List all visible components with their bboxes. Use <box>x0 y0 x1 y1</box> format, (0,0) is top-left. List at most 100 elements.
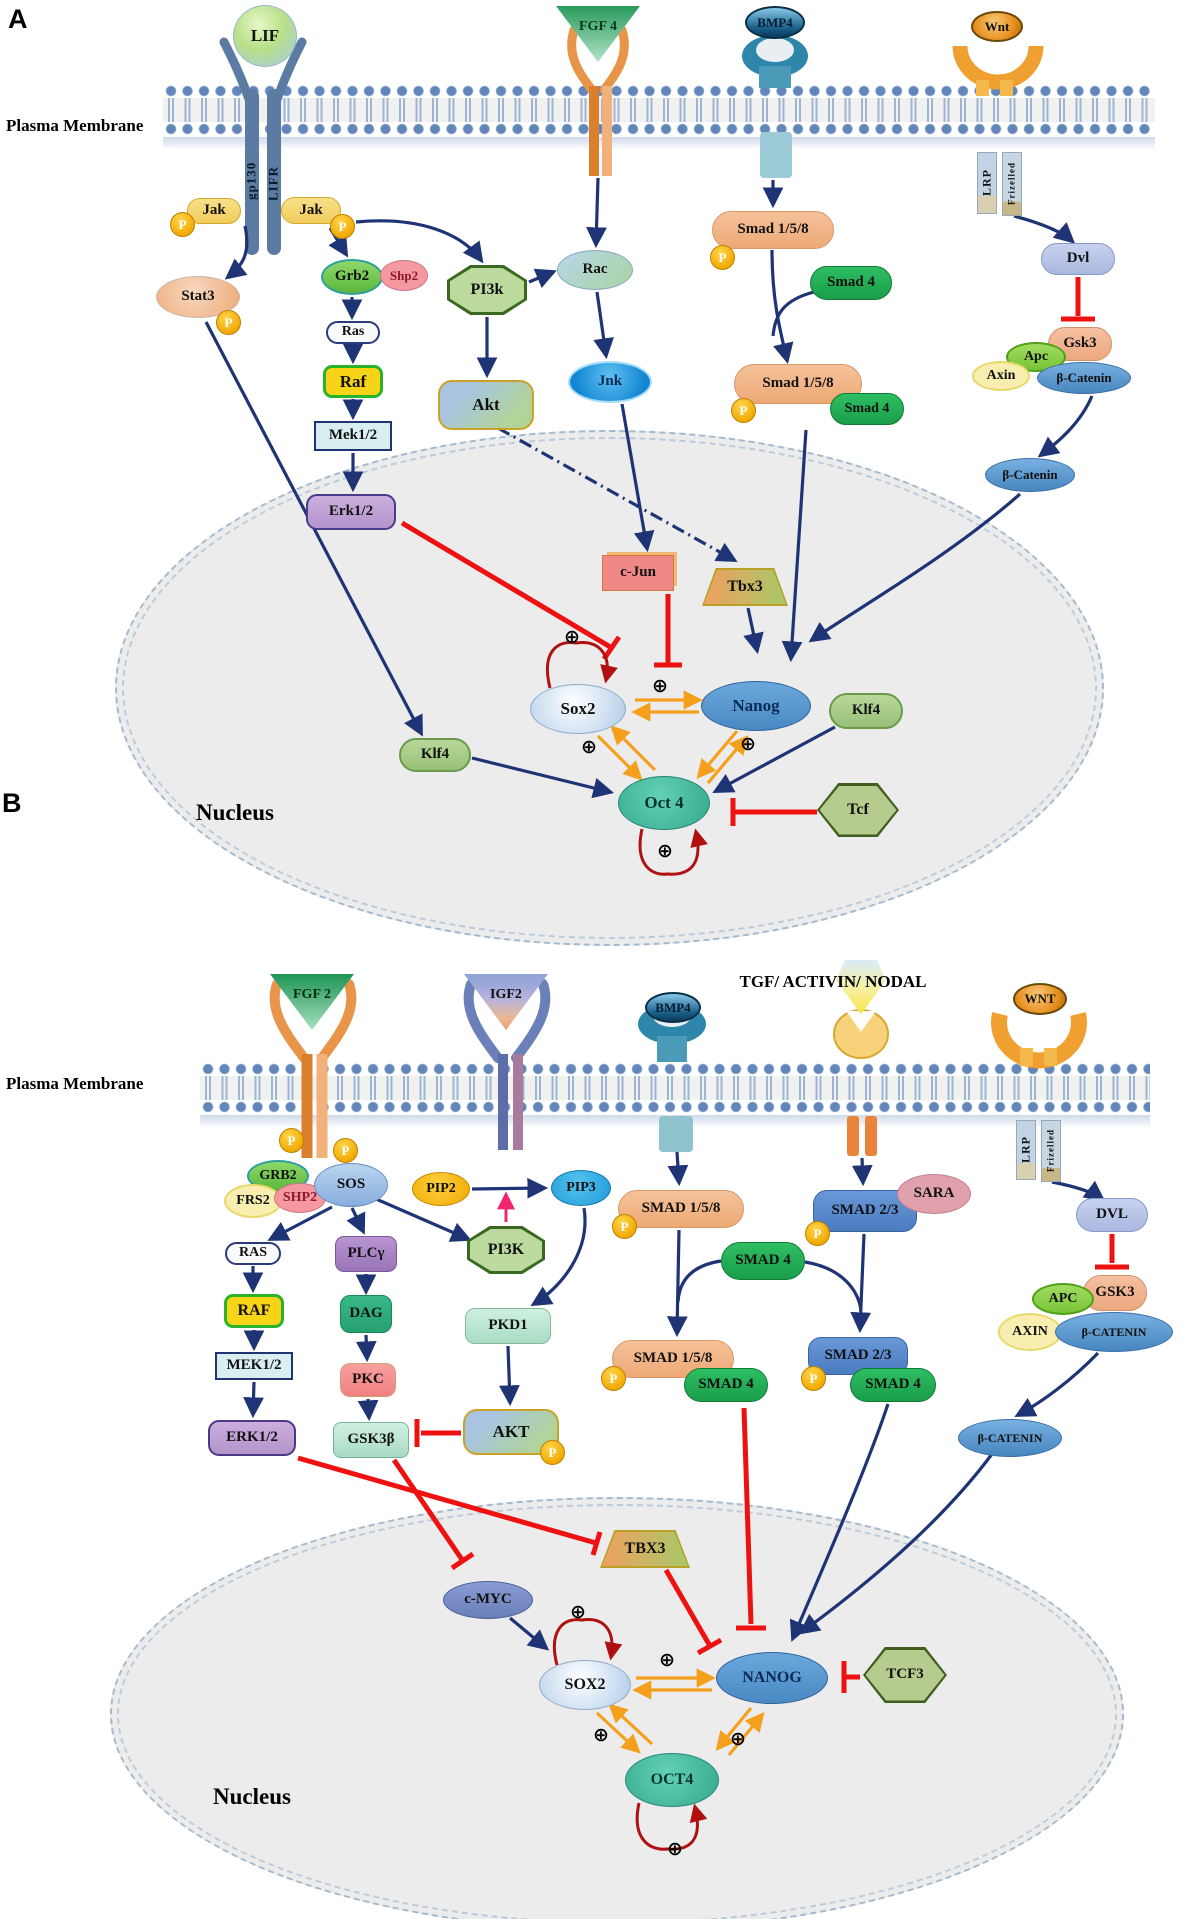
node-axin-a: Axin <box>972 361 1030 391</box>
positive-symbol: ⊕ <box>667 1838 683 1860</box>
tgf-activin-nodal-label: TGF/ ACTIVIN/ NODAL <box>739 972 927 991</box>
node-ras-a: Ras <box>326 321 380 344</box>
positive-symbol: ⊕ <box>730 1728 746 1750</box>
ligand-fgf4: FGF 4 <box>556 6 640 62</box>
node-pkc: PKC <box>340 1363 396 1397</box>
node-lrp-a: LRP <box>977 152 997 214</box>
tgf-receptor-icon <box>833 1009 889 1156</box>
node-oct4-b: OCT4 <box>625 1753 719 1807</box>
phospho-badge: P <box>540 1440 565 1465</box>
fgf4-receptor-icon <box>567 25 629 176</box>
node-bcatenin-free-b: β-CATENIN <box>958 1419 1062 1457</box>
ligand-wnt-b: WNT <box>1013 983 1067 1015</box>
panel-a-tag: A <box>8 4 28 34</box>
node-oct4-a: Oct 4 <box>618 776 710 830</box>
wnt-receptor-icon-b <box>991 1012 1087 1069</box>
self-loops-a <box>545 641 708 876</box>
wnt-receptor-icon-a <box>952 45 1044 96</box>
phospho-badge: P <box>330 214 355 239</box>
phospho-badge: P <box>279 1128 304 1153</box>
node-akt-a: Akt <box>438 380 534 430</box>
node-smad4-complex-left-b: SMAD 4 <box>684 1368 768 1402</box>
node-raf-b: RAF <box>224 1294 284 1328</box>
node-grb2-a: Grb2 <box>321 259 383 295</box>
node-sox2-b: SOX2 <box>539 1660 631 1710</box>
ligand-bmp4-a: BMP4 <box>745 6 805 39</box>
node-jak-right: Jak <box>281 197 341 224</box>
node-erk-b: ERK1/2 <box>208 1420 296 1456</box>
node-axin-b: AXIN <box>998 1313 1062 1351</box>
node-dag: DAG <box>340 1295 392 1333</box>
positive-symbol: ⊕ <box>652 675 668 697</box>
node-frs2: FRS2 <box>224 1184 282 1218</box>
node-smad158-b: SMAD 1/5/8 <box>618 1190 744 1228</box>
node-rac: Rac <box>557 250 633 290</box>
ligand-bmp4-b: BMP4 <box>645 992 701 1023</box>
node-dvl-b: DVL <box>1076 1198 1148 1232</box>
node-tcf-a: Tcf <box>817 783 899 837</box>
ligand-igf2: IGF2 <box>464 974 548 1030</box>
phospho-badge: P <box>801 1366 826 1391</box>
phospho-badge: P <box>601 1366 626 1391</box>
phospho-badge: P <box>216 310 241 335</box>
node-frizelled-b: Frizelled <box>1041 1120 1061 1182</box>
activation-arrows-b <box>242 1151 1106 1651</box>
bmp4-receptor-icon-b <box>638 1004 706 1152</box>
node-gsk3b: GSK3β <box>333 1422 409 1458</box>
node-pkd1: PKD1 <box>465 1308 551 1344</box>
node-jak-left: Jak <box>187 198 241 224</box>
node-cjun: c-Jun <box>602 555 674 591</box>
node-pi3k-b: PI3K <box>467 1226 545 1274</box>
node-jnk: Jnk <box>568 361 652 403</box>
node-sox2-a: Sox2 <box>530 684 626 734</box>
ligand-lif: LIF <box>233 5 297 67</box>
igf2-receptor-icon <box>463 979 551 1150</box>
node-plcg: PLCγ <box>335 1236 397 1272</box>
positive-symbol: ⊕ <box>570 1601 586 1623</box>
positive-symbol: ⊕ <box>581 736 597 758</box>
receptor-lifr-label: LIFR <box>265 165 281 201</box>
node-klf4-right-a: Klf4 <box>829 693 903 729</box>
nucleus-panel-a <box>115 430 1104 946</box>
node-mek-b: MEK1/2 <box>215 1352 293 1380</box>
node-raf-a: Raf <box>323 365 383 398</box>
inhibition-lines-b <box>297 1234 1129 1693</box>
positive-symbol: ⊕ <box>657 840 673 862</box>
ligand-fgf2: FGF 2 <box>270 974 354 1030</box>
nucleus-label-b: Nucleus <box>213 1784 291 1809</box>
plasma-membrane-label-a: Plasma Membrane <box>6 116 144 135</box>
phospho-badge: P <box>612 1214 637 1239</box>
phospho-badge: P <box>333 1138 358 1163</box>
plasma-membrane-b <box>200 1062 1150 1114</box>
inhibition-lines-a <box>400 277 1095 826</box>
node-ras-b: RAS <box>225 1242 281 1265</box>
reciprocal-arrows-a <box>596 690 749 785</box>
plasma-membrane-a <box>163 84 1155 136</box>
positive-symbol: ⊕ <box>740 733 756 755</box>
node-sara: SARA <box>897 1174 971 1214</box>
node-sos: SOS <box>314 1163 388 1207</box>
bmp4-receptor-icon-a <box>742 35 808 178</box>
node-nanog-b: NANOG <box>716 1652 828 1704</box>
positive-symbol: ⊕ <box>564 626 580 648</box>
node-lrp-b: LRP <box>1016 1120 1036 1180</box>
plasma-membrane-label-b: Plasma Membrane <box>6 1074 144 1093</box>
phospho-badge: P <box>805 1221 830 1246</box>
node-tcf3: TCF3 <box>863 1647 947 1703</box>
node-shp2-a: Shp2 <box>380 260 428 291</box>
phospho-badge: P <box>731 398 756 423</box>
node-erk-a: Erk1/2 <box>306 494 396 530</box>
node-nanog-a: Nanog <box>701 681 811 731</box>
positive-symbol: ⊕ <box>593 1724 609 1746</box>
node-dvl-a: Dvl <box>1041 243 1115 275</box>
panel-b-tag: B <box>2 788 22 818</box>
node-bcatenin-cluster-a: β-Catenin <box>1037 362 1131 394</box>
lif-receptor-icon <box>219 37 307 255</box>
reciprocal-arrows-b <box>595 1668 765 1757</box>
node-pi3k-a: PI3k <box>447 265 527 315</box>
node-pip2: PIP2 <box>412 1172 470 1206</box>
node-smad4-a: Smad 4 <box>810 266 892 300</box>
node-smad4-complex-right-b: SMAD 4 <box>850 1368 936 1402</box>
